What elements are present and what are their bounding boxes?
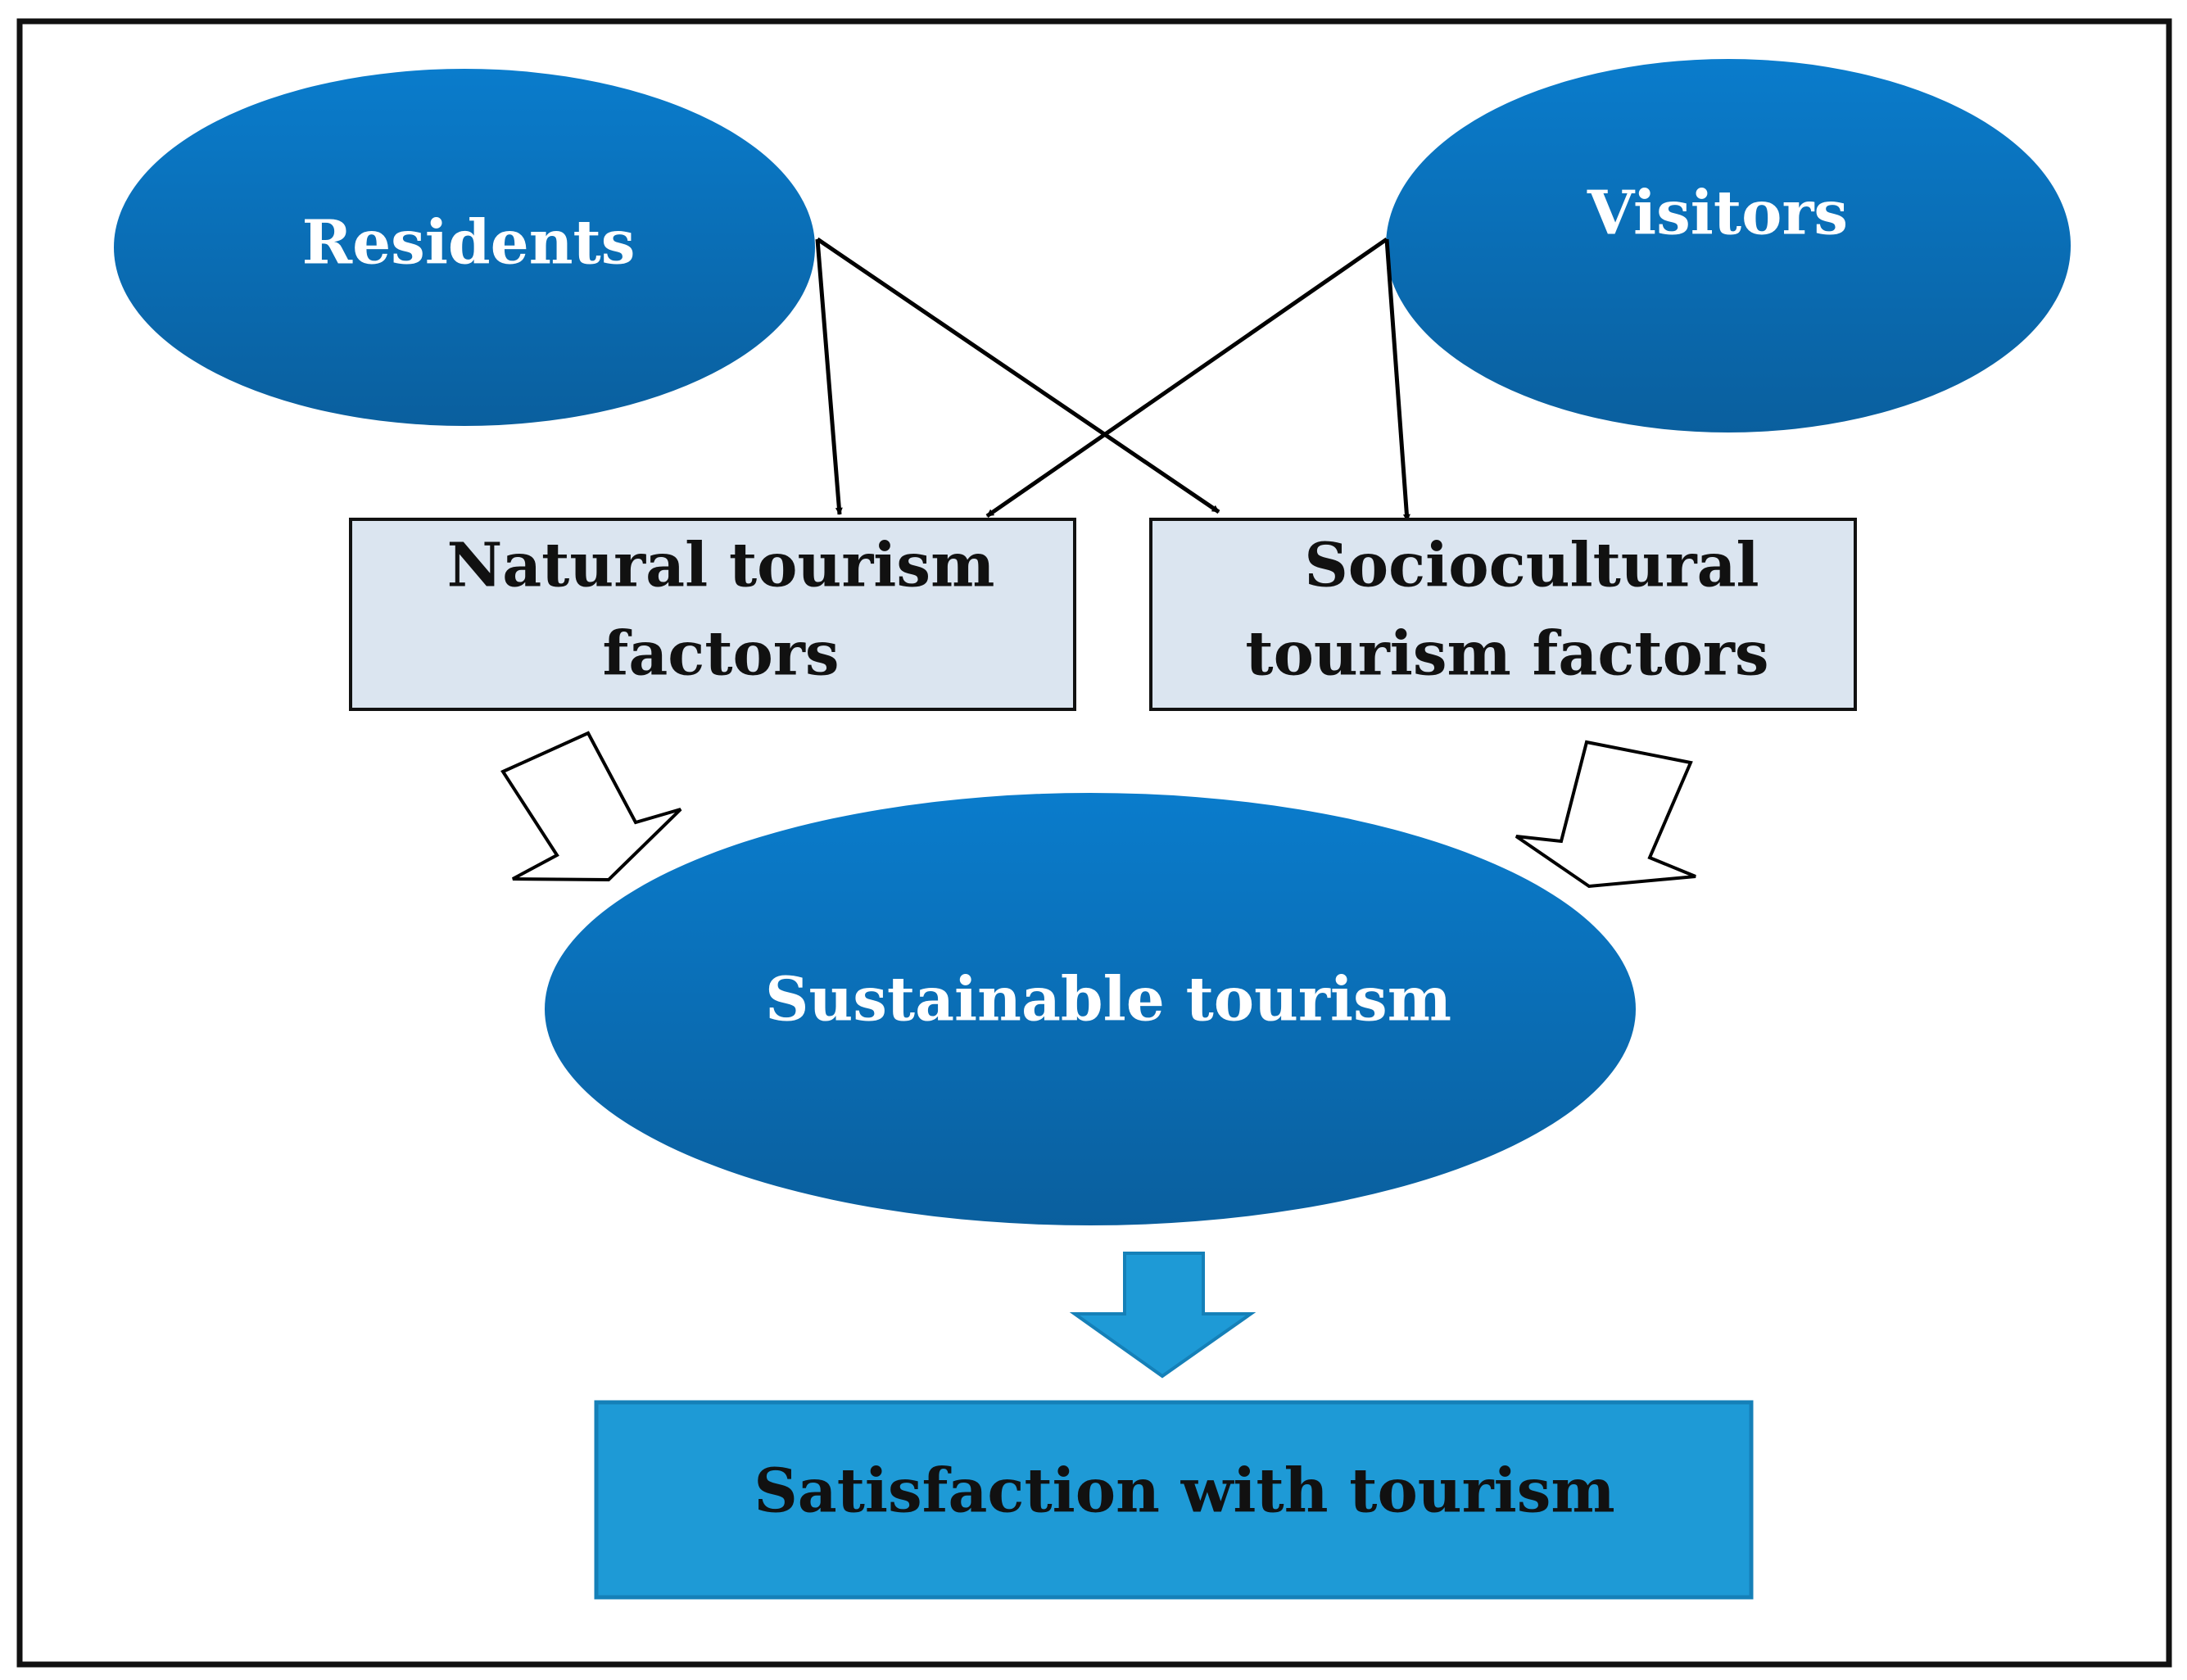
- natural-factors-node: Natural tourism factors: [349, 518, 1076, 711]
- outer-frame: [16, 18, 2172, 1668]
- arrow-residents-to-natural: [815, 238, 843, 515]
- outline-arrow-natural-to-sustainable-icon: [500, 731, 682, 882]
- visitors-label: Visitors: [1587, 179, 1848, 249]
- arrow-visitors-to-natural: [985, 237, 1388, 518]
- sociocultural-factors-box: [1149, 518, 1857, 711]
- satisfaction-node: Satisfaction with tourism: [594, 1400, 1754, 1600]
- residents-label: Residents: [302, 208, 636, 278]
- sustainable-tourism-ellipse: [545, 793, 1636, 1225]
- sustainable-tourism-node: Sustainable tourism: [545, 793, 1636, 1225]
- satisfaction-label: Satisfaction with tourism: [754, 1456, 1614, 1527]
- sociocultural-factors-label-line2: tourism factors: [1245, 619, 1768, 690]
- natural-factors-label-line1: Natural tourism: [447, 531, 995, 601]
- arrow-residents-to-sociocultural: [816, 237, 1220, 514]
- residents-node: Residents: [114, 69, 815, 426]
- sociocultural-factors-label-line1: Sociocultural: [1304, 531, 1759, 601]
- outline-arrow-sociocultural-to-sustainable-icon: [1515, 740, 1696, 889]
- natural-factors-box: [349, 518, 1076, 711]
- satisfaction-box: [594, 1400, 1754, 1600]
- arrow-visitors-to-sociocultural: [1384, 238, 1410, 522]
- sustainable-tourism-label: Sustainable tourism: [765, 965, 1451, 1035]
- visitors-ellipse: [1386, 59, 2071, 432]
- sociocultural-factors-node: Sociocultural tourism factors: [1149, 518, 1857, 711]
- natural-factors-label-line2: factors: [602, 619, 839, 690]
- residents-ellipse: [114, 69, 815, 426]
- connector-arrows: [815, 237, 1410, 522]
- down-arrow-to-satisfaction-icon: [1069, 1252, 1257, 1379]
- visitors-node: Visitors: [1386, 59, 2071, 432]
